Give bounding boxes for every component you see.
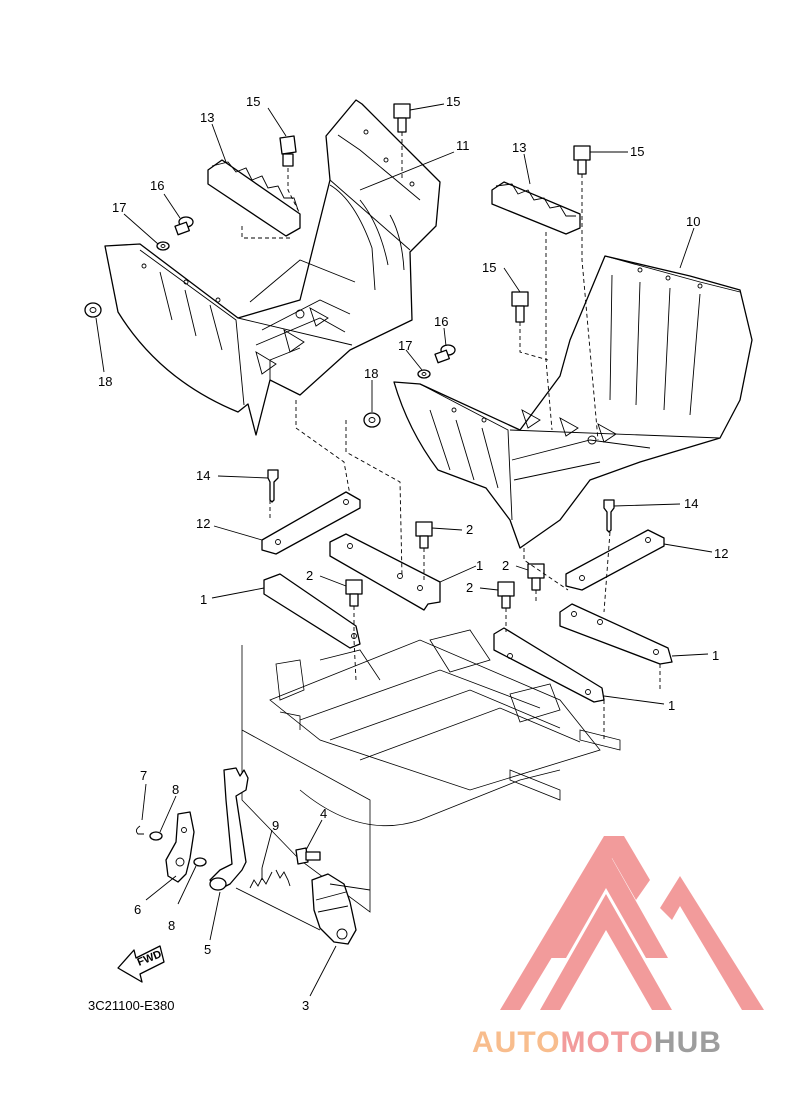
bolt-15-a (279, 135, 297, 167)
callout-8-a: 8 (172, 782, 179, 797)
callout-leader-lines (95, 103, 713, 997)
callout-1-b: 1 (476, 558, 483, 573)
screw-16-right (434, 344, 456, 364)
watermark-text: AUTOMOTOHUB (472, 1026, 722, 1059)
clip-7 (135, 825, 144, 835)
footpeg-right-part-13 (491, 181, 581, 235)
nut-18-left (84, 302, 102, 318)
callout-13-b: 13 (512, 140, 526, 155)
washer-8-upper (149, 831, 163, 841)
rivet-14-left (267, 469, 279, 503)
screw-16-left (174, 216, 194, 236)
callout-1-d: 1 (668, 698, 675, 713)
callout-2-a: 2 (466, 522, 473, 537)
watermark-triangle-mark (500, 836, 764, 1010)
footpeg-left-part-13 (207, 159, 301, 237)
bolt-2-b (345, 579, 363, 607)
bolt-2-c (497, 581, 515, 609)
callout-numbers: 15 15 15 15 13 13 11 10 16 16 17 17 18 1… (98, 94, 728, 1013)
assembly-dashed-lines (241, 132, 661, 742)
bolt-2-d (527, 563, 545, 591)
callout-17-b: 17 (398, 338, 412, 353)
callout-2-b: 2 (306, 568, 313, 583)
callout-18-b: 18 (364, 366, 378, 381)
callout-16-b: 16 (434, 314, 448, 329)
stay-1-upper-center (329, 533, 441, 611)
callout-7: 7 (140, 768, 147, 783)
callout-1-a: 1 (200, 592, 207, 607)
rivet-14-right (603, 499, 615, 533)
fwd-arrow: FWD (117, 945, 165, 983)
callout-8-b: 8 (168, 918, 175, 933)
watermark-moto: MOTO (560, 1026, 653, 1059)
callout-4: 4 (320, 806, 327, 821)
bolt-15-d (511, 291, 529, 323)
right-footrest-part-10 (393, 255, 753, 549)
callout-10: 10 (686, 214, 700, 229)
left-footrest-part-11 (104, 99, 441, 436)
washer-8-lower (193, 857, 207, 867)
vehicle-frame-reference (241, 629, 621, 913)
callout-1-c: 1 (712, 648, 719, 663)
callout-14-a: 14 (196, 468, 210, 483)
callout-12-a: 12 (196, 516, 210, 531)
washer-17-left (156, 241, 170, 251)
bolt-15-c (573, 145, 591, 175)
brake-pedal-part-5 (209, 767, 249, 891)
callout-15-a: 15 (246, 94, 260, 109)
stay-1-lower (493, 627, 605, 703)
callout-3: 3 (302, 998, 309, 1013)
callout-15-b: 15 (446, 94, 460, 109)
callout-11: 11 (456, 138, 470, 153)
watermark-auto: AUTO (472, 1026, 560, 1059)
bracket-12-left (261, 491, 361, 555)
bracket-part-3 (311, 873, 357, 945)
callout-12-b: 12 (714, 546, 728, 561)
automotohub-watermark: AUTOMOTOHUB (472, 836, 764, 1059)
callout-15-d: 15 (482, 260, 496, 275)
spring-9 (249, 868, 291, 889)
bracket-part-6 (165, 811, 195, 883)
nut-18-right (363, 412, 381, 428)
drawing-code: 3C21100-E380 (88, 998, 175, 1013)
bolt-4 (295, 847, 321, 865)
callout-2-c: 2 (466, 580, 473, 595)
callout-2-d: 2 (502, 558, 509, 573)
callout-16-a: 16 (150, 178, 164, 193)
bolt-15-b (393, 103, 411, 133)
callout-6: 6 (134, 902, 141, 917)
callout-18-a: 18 (98, 374, 112, 389)
callout-5: 5 (204, 942, 211, 957)
stay-1-left (263, 573, 361, 649)
bolt-2-a (415, 521, 433, 549)
bracket-12-right (565, 529, 665, 591)
callout-14-b: 14 (684, 496, 698, 511)
callout-15-c: 15 (630, 144, 644, 159)
watermark-hub: HUB (654, 1026, 722, 1059)
washer-17-right (417, 369, 431, 379)
callout-13-a: 13 (200, 110, 214, 125)
stay-1-right (559, 603, 673, 665)
callout-17-a: 17 (112, 200, 126, 215)
callout-9: 9 (272, 818, 279, 833)
